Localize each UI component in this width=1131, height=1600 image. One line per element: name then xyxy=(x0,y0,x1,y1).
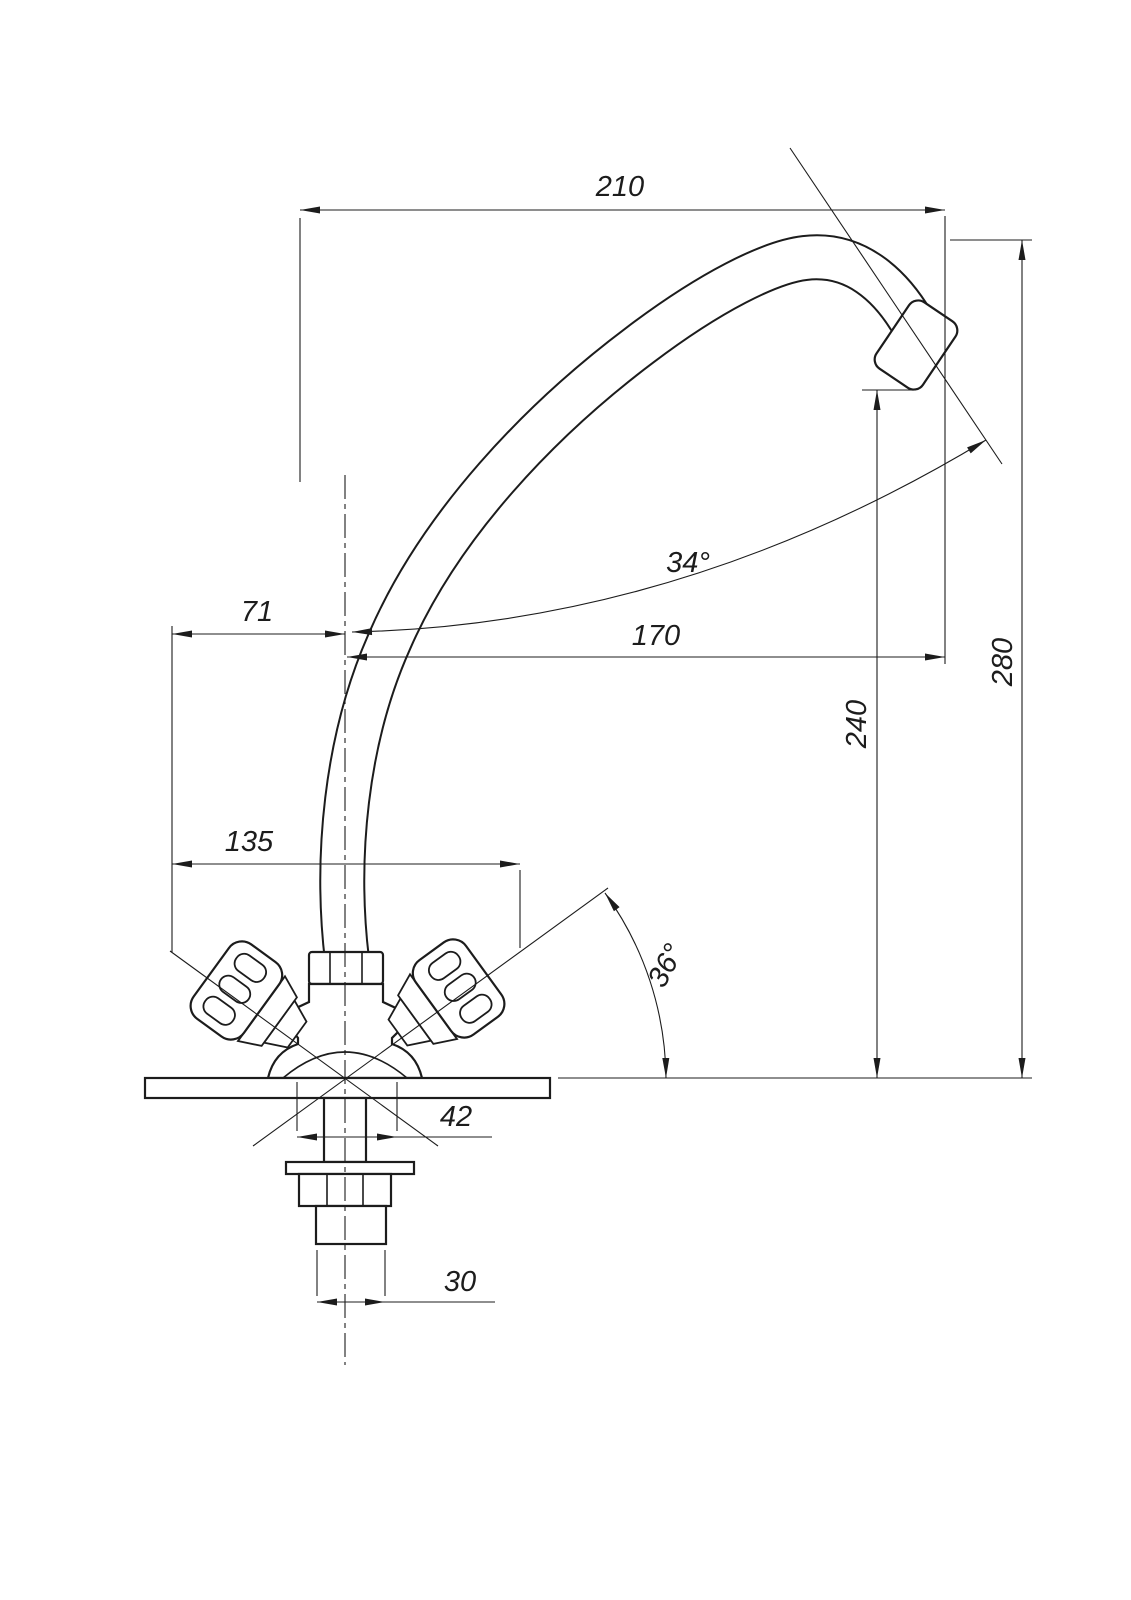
lock-washer xyxy=(284,1160,416,1176)
dim-label-280: 280 xyxy=(987,638,1019,687)
right-handle-grip-slot xyxy=(459,993,493,1024)
dim-label-42: 42 xyxy=(440,1101,472,1133)
angle-label-34: 34° xyxy=(666,547,710,579)
spout-outlet-axis-line xyxy=(789,147,1003,465)
angle-label-36: 36° xyxy=(642,939,691,993)
spout-tube xyxy=(319,234,932,963)
spout-outlet-aerator xyxy=(873,299,959,391)
right-handle-grip-slot xyxy=(443,972,477,1002)
left-handle-axis-line xyxy=(169,950,439,1147)
dim-arc-36 xyxy=(604,892,670,1079)
dim-label-240: 240 xyxy=(841,700,873,749)
dim-label-210: 210 xyxy=(595,171,644,203)
mounting-shank xyxy=(284,1096,416,1246)
dim-label-135: 135 xyxy=(225,826,274,858)
dim-label-170: 170 xyxy=(632,620,680,652)
dim-label-30: 30 xyxy=(444,1266,476,1298)
left-handle-grip-slot xyxy=(233,952,268,983)
left-handle-grip-slot xyxy=(218,974,252,1004)
left-handle-grip-slot xyxy=(202,995,236,1026)
left-handle-knob xyxy=(189,940,308,1049)
base-plate xyxy=(143,1076,552,1100)
dim-label-71: 71 xyxy=(241,596,273,628)
dim-arc-34 xyxy=(351,439,987,636)
right-handle-knob xyxy=(387,938,506,1047)
right-handle-grip-slot xyxy=(427,950,462,981)
right-handle-axis-line xyxy=(252,887,609,1147)
hex-cap-nut xyxy=(307,950,385,986)
supply-shank-pipe xyxy=(314,1204,388,1246)
